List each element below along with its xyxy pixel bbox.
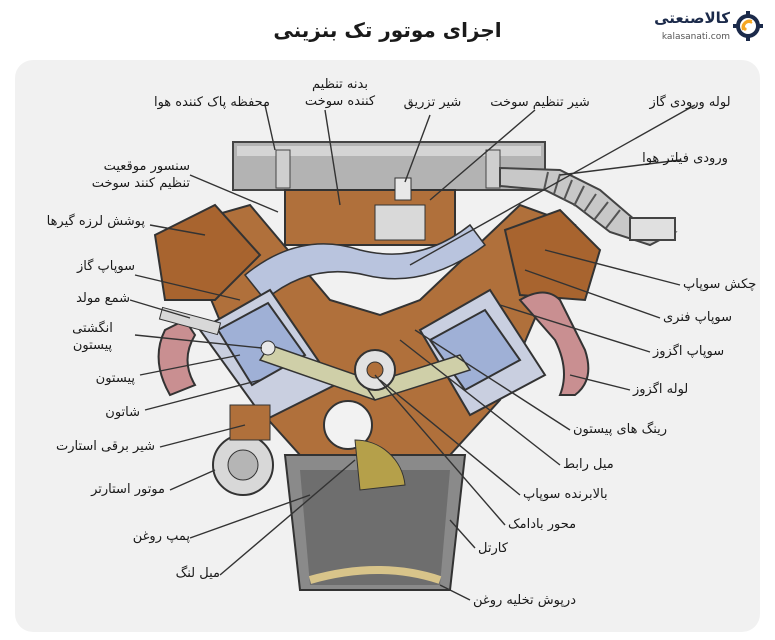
gear-wifi-icon	[733, 11, 763, 41]
spark-plug	[158, 306, 222, 336]
air-filter-inlet-duct	[499, 166, 678, 247]
label-piston-rings: رینگ های پیستون	[573, 422, 668, 437]
air-cleaner-housing	[232, 141, 546, 191]
crankcase	[283, 454, 467, 591]
label-exhaust-valve: سوپاپ اگزوز	[653, 344, 725, 359]
label-spring-valve: سوپاپ فنری	[663, 310, 733, 325]
label-dipstick: میل لنگ	[175, 566, 220, 581]
label-valve-lifter: بالابرنده سوپاپ	[523, 487, 608, 502]
starter-motor	[212, 404, 274, 496]
throttle-body	[284, 177, 456, 246]
label-push-rod: میل رابط	[563, 457, 614, 472]
label-piston-pin-1: انگشتی	[72, 321, 113, 336]
label-gear-cover: پوشش لرزه گیرها	[46, 214, 145, 229]
logo-site-text: kalasanati.com	[661, 32, 730, 42]
label-camshaft: محور بادامک	[508, 517, 577, 532]
label-fuel-regulator-body-1: بدنه تنظیم	[312, 77, 368, 92]
label-air-cleaner: محفظه پاک کننده هوا	[153, 95, 270, 110]
label-piston-pin-2: پیستون	[72, 338, 113, 353]
label-crankcase: کارتل	[478, 541, 508, 556]
label-connecting-rod: شاتون	[105, 405, 140, 420]
label-air-filter-inlet: ورودی فیلتر هوا	[642, 151, 728, 166]
label-exhaust-pipe: لوله اگزوز	[633, 382, 689, 397]
label-gas-valve: سوپاپ گاز	[77, 259, 135, 274]
label-piston: پیستون	[95, 371, 135, 386]
label-starter-motor: موتور استارتر	[91, 482, 165, 497]
engine-block	[153, 203, 602, 491]
label-fuel-regulator-body-2: کننده سوخت	[304, 94, 376, 109]
page-title: اجزای موتور تک بنزینی	[273, 18, 502, 42]
leader-lines	[129, 104, 696, 601]
label-fuel-regulator-valve: شیر تنظیم سوخت	[490, 95, 590, 110]
label-oil-drain-plug: درپوش تخلیه روغن	[473, 593, 576, 608]
label-fuel-position-sensor-2: تنظیم کنند سوخت	[91, 176, 190, 191]
logo-brand-text: کالاصنعتی	[654, 9, 730, 27]
label-rocker-arm: چکش سوپاپ	[683, 277, 757, 292]
label-oil-pump: پمپ روغن	[132, 529, 190, 544]
left-exhaust-manifold	[157, 318, 197, 397]
brand-logo[interactable]: کالاصنعتی kalasanati.com	[650, 6, 765, 50]
label-starter-solenoid: شیر برقی استارت	[56, 439, 155, 454]
label-fuel-position-sensor-1: سنسور موقعیت	[103, 159, 190, 174]
label-injector: شیر تزریق	[403, 95, 462, 110]
label-gas-inlet-pipe: لوله ورودی گاز	[649, 95, 731, 110]
label-spark-plug: شمع مولد	[76, 291, 130, 306]
